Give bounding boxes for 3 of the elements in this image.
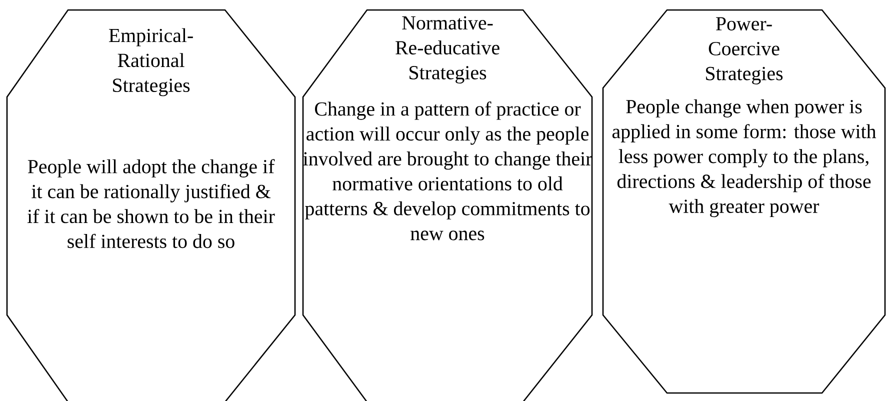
octagon-box: Normative- Re-educative Strategies Change in a pattern of practice or action will occur only as the people involved are brought to change their normative orientations to old patterns & develop commitments to new ones	[302, 9, 593, 401]
octagon-box: Power- Coercive Strategies People change when power is applied in some form: those with less power comply to the plans, directions & leadership of those with greater power	[602, 9, 886, 394]
octagon-box: Empirical- Rational Strategies People will adopt the change if it can be rationally justified & if it can be shown to be in their self interests to do so	[6, 9, 296, 401]
